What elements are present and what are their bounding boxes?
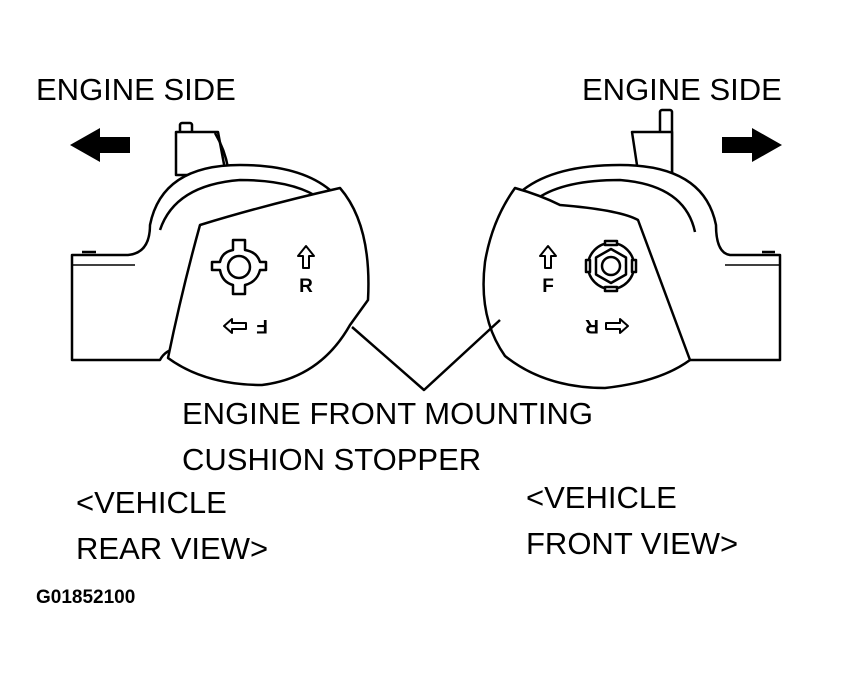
rear-view-stopper: [166, 186, 370, 387]
engine-side-label-left: ENGINE SIDE: [36, 72, 236, 107]
stopper-label-line2: CUSHION STOPPER: [182, 442, 482, 477]
rear-arrow-side-icon: [223, 318, 247, 334]
engine-side-arrow-left: [70, 128, 130, 162]
front-arrow-up-icon: [539, 245, 557, 269]
front-view-stopper: [482, 186, 692, 390]
rear-arrow-up-icon: [297, 245, 315, 269]
rear-mark-up: R: [299, 276, 313, 297]
rear-view-label-line2: REAR VIEW>: [76, 531, 269, 566]
rear-mark-side: F: [256, 315, 268, 336]
front-mark-up: F: [542, 276, 554, 297]
stopper-leader-line: [351, 319, 501, 392]
engine-side-arrow-right: [722, 128, 782, 162]
stopper-label-line1: ENGINE FRONT MOUNTING: [182, 396, 594, 431]
engine-side-label-right: ENGINE SIDE: [582, 72, 782, 107]
front-view-label-line2: FRONT VIEW>: [526, 526, 739, 561]
front-view-label-line1: <VEHICLE: [526, 480, 677, 515]
rear-view-label-line1: <VEHICLE: [76, 485, 227, 520]
front-mark-side: R: [585, 315, 599, 336]
figure-id: G01852100: [36, 587, 136, 608]
front-arrow-side-icon: [605, 318, 629, 334]
